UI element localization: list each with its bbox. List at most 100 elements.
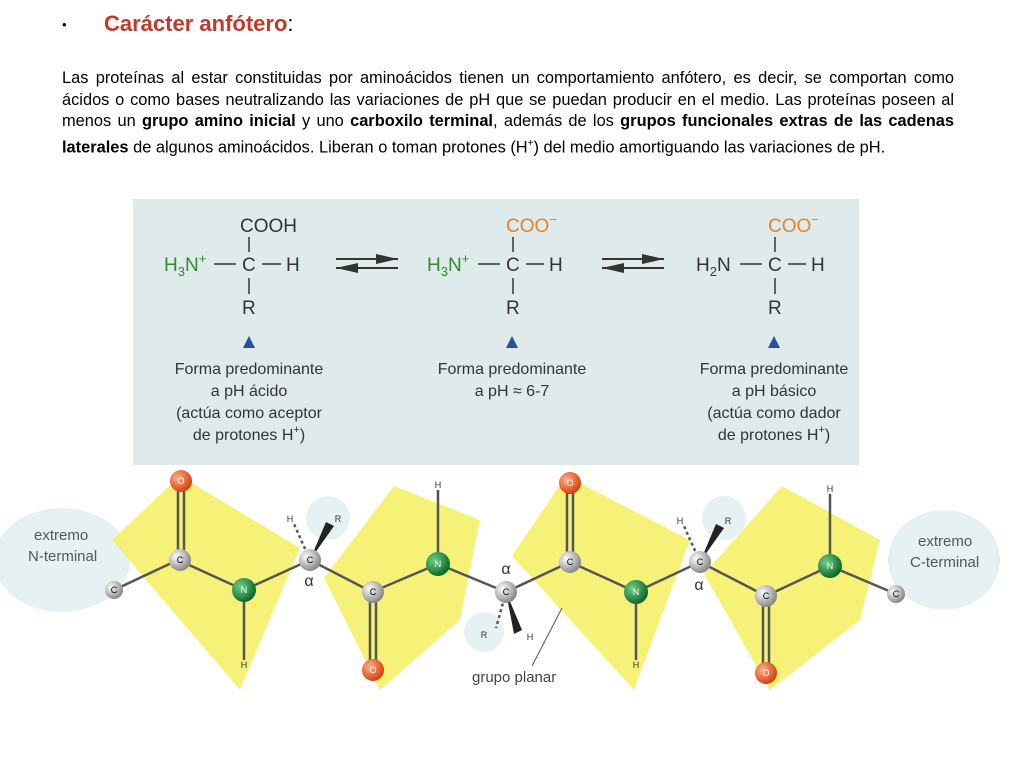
n-terminal-label-2: N-terminal bbox=[28, 548, 97, 565]
form1-top: COOH bbox=[240, 216, 297, 237]
svg-text:H: H bbox=[241, 660, 248, 670]
form3-pointer-icon bbox=[768, 336, 780, 348]
form3-r: R bbox=[768, 298, 782, 319]
atom-o-2 bbox=[362, 659, 384, 681]
svg-text:R: R bbox=[335, 514, 342, 524]
n-terminal-bubble bbox=[0, 508, 130, 612]
svg-text:N: N bbox=[435, 559, 442, 569]
form1-caption-3: (actúa como aceptor bbox=[176, 405, 323, 422]
form1-carbon: C bbox=[242, 255, 256, 276]
svg-text:H: H bbox=[633, 660, 640, 670]
form3-caption-4: de protones H+) bbox=[718, 424, 830, 444]
form3-caption-1: Forma predominante bbox=[700, 361, 849, 378]
form2-amine: H3N+ bbox=[427, 251, 469, 279]
atom-n-1 bbox=[232, 578, 256, 602]
form1-amine: H3N+ bbox=[164, 251, 206, 279]
form2-r: R bbox=[506, 298, 520, 319]
svg-text:H: H bbox=[287, 514, 294, 524]
form3-h: H bbox=[811, 255, 825, 276]
svg-text:N: N bbox=[827, 561, 834, 571]
para-bold-carboxilo: carboxilo terminal bbox=[350, 112, 493, 130]
svg-text:R: R bbox=[481, 630, 488, 640]
molecule-basic: COO− H2N C H R Forma predominante a pH b… bbox=[696, 212, 848, 444]
para-text-4: de algunos aminoácidos. Liberan o toman … bbox=[128, 137, 528, 156]
para-bold-grupos: grupos funcionales extras de las cadenas… bbox=[62, 112, 954, 156]
c-terminal-bubble bbox=[888, 510, 1000, 610]
svg-text:C: C bbox=[177, 555, 184, 565]
svg-text:O: O bbox=[177, 476, 184, 486]
planar-group-label: grupo planar bbox=[472, 669, 556, 686]
svg-text:N: N bbox=[633, 587, 640, 597]
atom-c-1 bbox=[105, 581, 123, 599]
form2-top: COO− bbox=[506, 212, 557, 237]
para-bold-amino: grupo amino inicial bbox=[141, 112, 296, 130]
atom-n-4 bbox=[818, 554, 842, 578]
svg-text:H: H bbox=[435, 480, 442, 490]
svg-text:H: H bbox=[527, 632, 534, 642]
atom-o-3 bbox=[559, 472, 581, 494]
alpha-label-3: α bbox=[694, 577, 703, 594]
form1-h: H bbox=[286, 255, 300, 276]
atom-c-5 bbox=[755, 585, 777, 607]
form3-carbon: C bbox=[768, 255, 782, 276]
alpha-label-1: α bbox=[304, 573, 313, 590]
atom-n-3 bbox=[624, 580, 648, 604]
atom-c-4 bbox=[559, 551, 581, 573]
para-text-3: , además de los bbox=[493, 112, 621, 130]
para-sup-plus: + bbox=[527, 137, 534, 149]
svg-text:C: C bbox=[893, 589, 900, 599]
atom-c-6 bbox=[887, 585, 905, 603]
atom-c-alpha-2 bbox=[495, 581, 517, 603]
molecule-acidic: COOH H3N+ C H R Forma predominante a pH … bbox=[164, 216, 323, 444]
equilibrium-panel bbox=[133, 199, 859, 465]
atom-c-2 bbox=[169, 549, 191, 571]
svg-text:N: N bbox=[241, 585, 248, 595]
form3-top: COO− bbox=[768, 212, 819, 237]
atom-n-2 bbox=[426, 552, 450, 576]
atom-c-alpha-3 bbox=[689, 551, 711, 573]
form3-caption-2: a pH básico bbox=[732, 383, 817, 400]
svg-text:C: C bbox=[697, 557, 704, 567]
atom-c-alpha-1 bbox=[299, 549, 321, 571]
para-text-5: ) del medio amortiguando las variaciones… bbox=[533, 137, 886, 156]
planar-group-3 bbox=[512, 476, 690, 690]
svg-text:C: C bbox=[567, 557, 574, 567]
atom-c-3 bbox=[362, 581, 384, 603]
heading-row: • Carácter anfótero: bbox=[62, 8, 294, 40]
equilibrium-arrows-2 bbox=[602, 254, 664, 273]
n-terminal-label-1: extremo bbox=[34, 527, 88, 544]
svg-text:O: O bbox=[762, 668, 769, 678]
form2-h: H bbox=[549, 255, 563, 276]
atom-o-4 bbox=[755, 662, 777, 684]
svg-text:C: C bbox=[370, 587, 377, 597]
svg-text:C: C bbox=[111, 585, 118, 595]
para-text-1: Las proteínas al estar constituidas por … bbox=[62, 69, 954, 130]
form2-caption-1: Forma predominante bbox=[438, 361, 587, 378]
form1-caption-2: a pH ácido bbox=[211, 383, 288, 400]
section-title: Carácter anfótero bbox=[104, 11, 288, 36]
section-title-colon: : bbox=[287, 11, 294, 36]
planar-group-4 bbox=[704, 486, 880, 690]
svg-text:H: H bbox=[827, 484, 834, 494]
svg-text:O: O bbox=[369, 665, 376, 675]
form1-caption-1: Forma predominante bbox=[175, 361, 324, 378]
bullet-icon: • bbox=[62, 16, 67, 32]
c-terminal-label-2: C-terminal bbox=[910, 554, 979, 571]
form1-pointer-icon bbox=[243, 336, 255, 348]
intro-paragraph: Las proteínas al estar constituidas por … bbox=[62, 68, 954, 158]
svg-text:O: O bbox=[566, 478, 573, 488]
form2-carbon: C bbox=[506, 255, 520, 276]
form1-caption-4: de protones H+) bbox=[193, 424, 305, 444]
form3-caption-3: (actúa como dador bbox=[707, 405, 841, 422]
c-terminal-label-1: extremo bbox=[918, 533, 972, 550]
svg-text:H: H bbox=[677, 516, 684, 526]
svg-text:C: C bbox=[763, 591, 770, 601]
svg-text:R: R bbox=[725, 516, 732, 526]
form2-pointer-icon bbox=[506, 336, 518, 348]
planar-group-1 bbox=[112, 476, 300, 690]
atom-o-1 bbox=[170, 470, 192, 492]
form1-r: R bbox=[242, 298, 256, 319]
svg-text:C: C bbox=[307, 555, 314, 565]
